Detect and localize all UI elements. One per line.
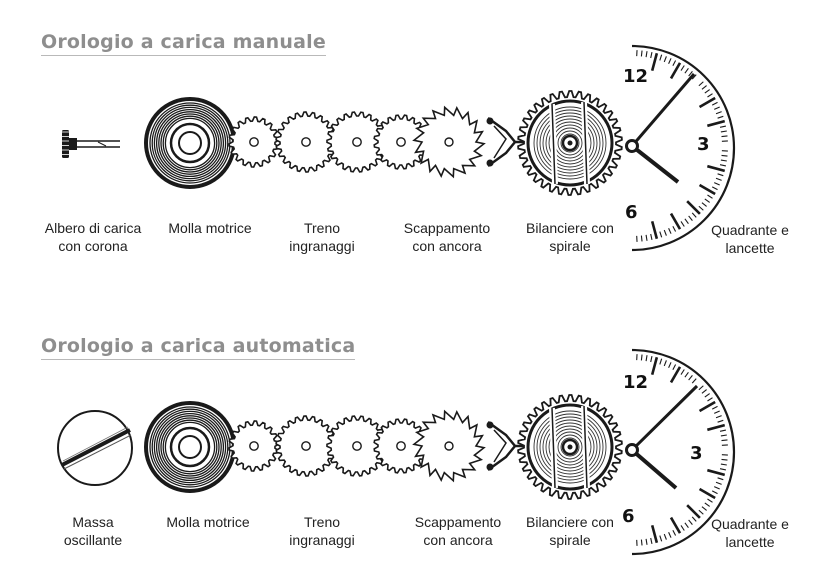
label-gear-train: Treno ingranaggi — [289, 514, 355, 548]
diagram-manual-movement: 12 3 6 — [62, 44, 736, 252]
label-dial-hands: Quadrante e lancette — [711, 516, 789, 550]
balance-wheel-icon — [517, 394, 623, 500]
dial-number-12: 12 — [623, 66, 648, 87]
label-dial-hands: Quadrante e lancette — [711, 222, 789, 256]
escapement-anchor-icon — [412, 105, 528, 179]
gear-train-icon — [228, 111, 429, 173]
gear-train-icon — [228, 415, 429, 477]
label-mainspring: Molla motrice — [168, 220, 252, 236]
mainspring-barrel-icon — [144, 97, 236, 189]
label-balance-wheel: Bilanciere con spirale — [526, 514, 614, 548]
label-crown-stem: Albero di carica con corona — [44, 220, 142, 254]
label-mainspring: Molla motrice — [166, 514, 250, 530]
diagram-automatic-movement: 12 3 6 — [57, 348, 736, 556]
dial-number-6: 6 — [622, 506, 635, 527]
dial-number-3: 3 — [690, 443, 703, 464]
section-title-automatic: Orologio a carica automatica — [41, 335, 356, 360]
dial-number-6: 6 — [625, 202, 638, 223]
label-escapement: Scappamento con ancora — [403, 220, 491, 254]
watch-dial-icon: 12 3 6 — [622, 348, 736, 556]
balance-wheel-icon — [517, 90, 623, 196]
label-oscillating-mass: Massa oscillante — [63, 514, 123, 548]
dial-number-12: 12 — [623, 372, 648, 393]
label-escapement: Scappamento con ancora — [414, 514, 502, 548]
watch-dial-icon: 12 3 6 — [623, 44, 736, 252]
crown-stem-icon — [62, 130, 120, 158]
dial-number-3: 3 — [697, 134, 710, 155]
section-title-manual: Orologio a carica manuale — [41, 31, 326, 56]
rotor-oscillating-mass-icon — [57, 410, 133, 486]
label-gear-train: Treno ingranaggi — [289, 220, 355, 254]
escapement-anchor-icon — [412, 409, 528, 483]
label-balance-wheel: Bilanciere con spirale — [526, 220, 614, 254]
mainspring-barrel-icon — [144, 401, 236, 493]
